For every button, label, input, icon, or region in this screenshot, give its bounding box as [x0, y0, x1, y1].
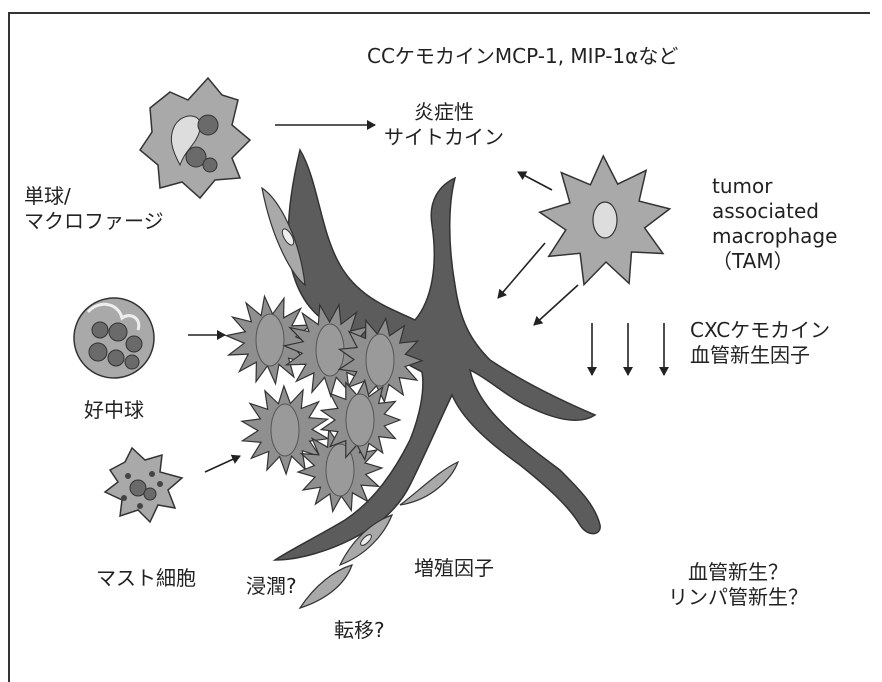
label-growth-factor: 増殖因子	[414, 556, 494, 581]
label-invasion: 浸潤?	[246, 574, 297, 599]
tumor-nucleus	[256, 314, 284, 366]
monocyte-cell	[140, 78, 250, 198]
label-angiogenesis: 血管新生？ リンパ管新生？	[668, 560, 808, 610]
tumor-nucleus	[271, 404, 299, 456]
label-monocyte: 単球/ マクロファージ	[24, 184, 164, 234]
label-tam: tumor associated macrophage （TAM）	[712, 174, 837, 274]
label-neutrophil: 好中球	[84, 398, 144, 423]
title: CCケモカインMCP-1, MIP-1αなど	[367, 44, 678, 69]
label-inflammatory-cytokine: 炎症性 サイトカイン	[384, 100, 504, 150]
arrow-mast-to-tumor	[205, 456, 240, 472]
tumor-nucleus	[346, 394, 374, 446]
arrow-tam-to-tumor	[534, 285, 578, 325]
label-cxc-chemokine: CXCケモカイン 血管新生因子	[690, 318, 830, 368]
tam-cell	[540, 156, 670, 285]
mast-cell	[105, 448, 182, 522]
neutrophil-cell	[74, 298, 154, 378]
arrow-tam-to-vessel	[498, 243, 545, 298]
label-metastasis: 転移?	[334, 618, 385, 643]
label-mast-cell: マスト細胞	[96, 566, 196, 591]
arrow-tam-to-cytokine	[518, 172, 552, 190]
tumor-nucleus	[366, 334, 394, 386]
